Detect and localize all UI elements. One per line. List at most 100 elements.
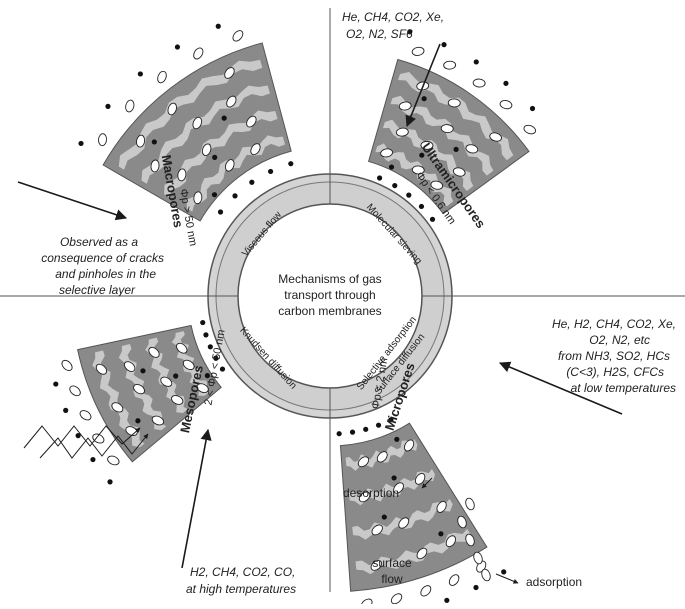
gas-molecule-large <box>440 124 454 134</box>
gas-molecule-small <box>53 381 59 387</box>
micro-flow-arrow <box>498 361 623 415</box>
gas-molecule-large <box>61 359 73 372</box>
gas-molecule-small <box>288 161 294 167</box>
adsorbed-molecule <box>457 515 467 529</box>
gas-molecule-large <box>390 593 403 605</box>
gas-molecule-small <box>388 417 394 423</box>
gas-molecule-large <box>224 159 235 172</box>
gas-molecule-large <box>136 134 146 148</box>
surface-flow-label-line-2: flow <box>381 572 403 586</box>
gas-molecule-small <box>394 436 400 442</box>
meso-pore-channel <box>92 350 145 448</box>
gas-molecule-large <box>411 165 425 175</box>
micro-gases-line-3: from NH3, SO2, HCs <box>558 349 670 363</box>
ultra-flow-arrow <box>405 43 441 128</box>
gas-molecule-large <box>98 133 108 147</box>
gas-molecule-large <box>192 116 203 130</box>
gas-molecule-large <box>357 456 370 468</box>
macro-pore-channel <box>186 135 286 212</box>
macro-note-line-3: and pinholes in the <box>55 267 156 281</box>
gas-molecule-small <box>204 373 210 379</box>
gas-molecule-large <box>171 395 184 405</box>
gas-molecule-small <box>375 422 382 428</box>
meso-flow-arrow <box>181 428 212 569</box>
gas-molecule-large <box>250 143 261 156</box>
desorption-arrow <box>421 477 433 489</box>
pore-segments <box>23 23 537 609</box>
gas-molecule-large <box>414 472 426 485</box>
gas-molecule-large <box>79 410 92 421</box>
gas-molecule-small <box>349 429 356 435</box>
gas-molecule-large <box>95 363 108 375</box>
macro-pore-channel <box>164 110 278 198</box>
gas-molecule-large <box>246 115 257 128</box>
center-title-line-1: Mechanisms of gas <box>278 272 381 286</box>
micro-gases-line-2: O2, N2, etc <box>589 333 650 347</box>
adsorbed-molecule <box>473 551 483 565</box>
adsorbed-molecule <box>465 533 475 547</box>
knudsen-zigzag-path <box>39 433 149 459</box>
gas-molecule-large <box>398 101 412 111</box>
micro-pore-channel <box>348 468 436 506</box>
gas-molecule-large <box>193 191 203 205</box>
gas-molecule-small <box>441 42 447 48</box>
ultra-pore-channel <box>382 119 474 192</box>
gas-molecule-small <box>503 80 509 86</box>
adsorption-arrow <box>495 573 519 584</box>
gas-molecule-small <box>249 179 255 185</box>
macro-note-line-2: consequence of cracks <box>41 251 164 265</box>
gas-molecule-small <box>407 29 413 35</box>
gas-molecule-large <box>176 342 188 354</box>
gas-molecule-small <box>107 479 113 485</box>
gas-molecule-small <box>140 368 146 374</box>
micro-pore-channel <box>355 528 471 575</box>
meso-gases-line-2: at high temperatures <box>186 582 296 596</box>
gas-molecule-large <box>489 132 502 142</box>
gas-molecule-large <box>395 127 409 137</box>
gas-molecule-small <box>438 531 444 537</box>
gas-molecule-small <box>211 192 218 198</box>
gas-molecule-large <box>193 47 204 60</box>
gas-molecule-large <box>232 30 244 42</box>
gas-molecule-large <box>201 143 212 157</box>
gas-molecule-small <box>388 164 395 170</box>
gas-molecule-large <box>376 451 388 463</box>
gas-molecule-large <box>125 99 135 113</box>
gas-molecule-large <box>111 402 124 413</box>
gas-molecule-large <box>196 383 209 393</box>
gas-molecule-small <box>381 514 387 520</box>
gas-molecule-small <box>137 71 143 77</box>
mechanism-ring <box>207 173 453 419</box>
gas-molecule-large <box>151 415 165 426</box>
gas-molecule-large <box>420 140 434 150</box>
gas-molecule-small <box>151 139 157 145</box>
gas-molecule-large <box>358 491 371 503</box>
gas-molecule-small <box>217 209 224 215</box>
desorption-label: desorption <box>343 486 399 500</box>
gas-molecule-large <box>445 535 457 548</box>
macro-flow-arrow <box>17 181 128 221</box>
ultra-gases-line-1: He, CH4, CO2, Xe, <box>342 10 444 24</box>
gas-molecule-large <box>398 517 410 529</box>
gas-molecule-large <box>92 433 105 444</box>
gas-molecule-small <box>78 140 84 147</box>
gas-molecule-small <box>232 193 238 199</box>
gas-molecule-small <box>63 407 69 413</box>
gas-molecule-small <box>391 475 397 481</box>
gas-molecule-large <box>123 361 136 372</box>
gas-molecule-small <box>363 426 369 432</box>
gas-molecule-small <box>501 569 507 575</box>
gas-molecule-small <box>336 431 342 437</box>
gas-molecule-small <box>213 355 219 361</box>
gas-molecule-small <box>377 175 383 181</box>
gas-molecule-small <box>207 344 213 350</box>
gas-molecule-large <box>360 598 373 609</box>
gas-molecule-large <box>393 482 404 494</box>
gas-molecule-small <box>444 597 450 603</box>
gas-molecule-large <box>380 148 394 158</box>
gas-molecule-small <box>200 319 206 326</box>
gas-molecule-large <box>148 346 160 358</box>
gas-molecule-large <box>420 585 432 597</box>
gas-molecule-small <box>529 105 536 112</box>
macro-pore-segment <box>102 42 292 222</box>
